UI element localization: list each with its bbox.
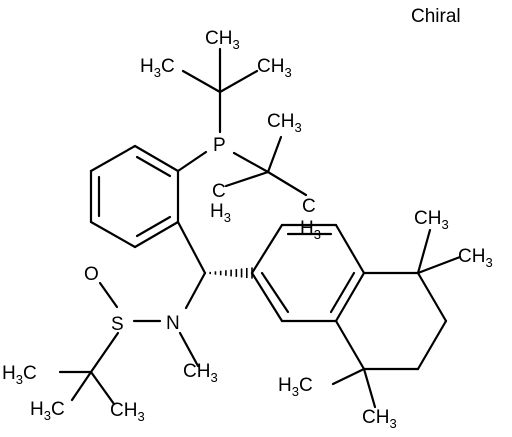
methyl-group-label: H3C: [278, 375, 313, 399]
bond-ring3-c: [416, 319, 448, 371]
bond-ring2-d: [334, 271, 366, 323]
bond-C2-me-top: [266, 135, 283, 174]
oxygen-label: O: [84, 264, 99, 285]
bond-ring1-a-inner: [135, 155, 172, 178]
bond-ring3-e: [334, 319, 366, 371]
methyl-group-label: H3: [300, 218, 321, 242]
bond-C5-me-bottom: [362, 367, 377, 409]
bond-C1-me-right: [218, 69, 259, 94]
bond-lines: [58, 47, 462, 409]
bond-ring-P: [176, 150, 208, 173]
methyl-group-label: CH3: [362, 407, 397, 431]
methyl-labels: CH3 H3C CH3 CH3 C H3 C H3 CH3 H3C H3C CH…: [2, 28, 493, 431]
methyl-group-label: H3C: [2, 363, 37, 387]
methyl-group-label: CH3: [205, 28, 240, 52]
methyl-group-label: CH3: [183, 361, 218, 385]
nitrogen-label: N: [166, 313, 180, 334]
bond-ring2-d-inner: [329, 271, 356, 314]
bond-C3-me-right: [89, 370, 116, 406]
phosphorus-label: P: [213, 135, 226, 156]
methyl-group-label: CH3: [414, 208, 449, 232]
bond-C2-me-right: [266, 170, 308, 197]
bond-CH-N: [184, 271, 207, 310]
bond-ring-CH: [176, 220, 207, 275]
methyl-group-label: H3: [210, 201, 231, 225]
bond-C1-me-left: [181, 69, 222, 94]
bond-C4-me-top: [416, 228, 432, 275]
bond-ring2-a: [250, 223, 284, 275]
methyl-group-label: CH3: [267, 111, 302, 135]
methyl-group-label: C: [302, 196, 316, 217]
bond-ring3-b: [416, 271, 448, 323]
methyl-group-label: H3C: [140, 56, 175, 80]
bond-C2-me-left: [224, 170, 270, 188]
bond-ring1-a: [133, 144, 180, 173]
bond-ring1-c: [133, 220, 180, 249]
bond-C5-me-left: [331, 367, 366, 386]
methyl-group-label: CH3: [257, 56, 292, 80]
methyl-group-label: C: [212, 181, 226, 202]
methyl-group-label: CH3: [458, 246, 493, 270]
methyl-group-label: H3C: [30, 399, 65, 423]
bond-ring2-f-inner: [260, 271, 290, 314]
bond-C4-me-right: [416, 255, 462, 275]
bond-S-C3: [89, 331, 120, 374]
bond-P-C2: [232, 151, 270, 174]
sulfur-label: S: [111, 314, 124, 335]
bond-ring1-c-inner: [135, 215, 172, 238]
methyl-group-label: CH3: [110, 400, 145, 424]
bond-ring2-f: [250, 271, 284, 323]
hashed-wedge-bond: [204, 267, 253, 279]
chiral-label: Chiral: [411, 6, 461, 27]
bond-S-O: [98, 281, 119, 309]
bond-N-methyl: [178, 331, 200, 368]
bond-ring2-c: [334, 223, 366, 275]
atom-labels: P N S O: [84, 135, 226, 335]
bond-ring1-d: [89, 220, 137, 249]
bond-ring1-f: [89, 144, 137, 173]
bond-C3-me-bottom: [70, 370, 93, 402]
